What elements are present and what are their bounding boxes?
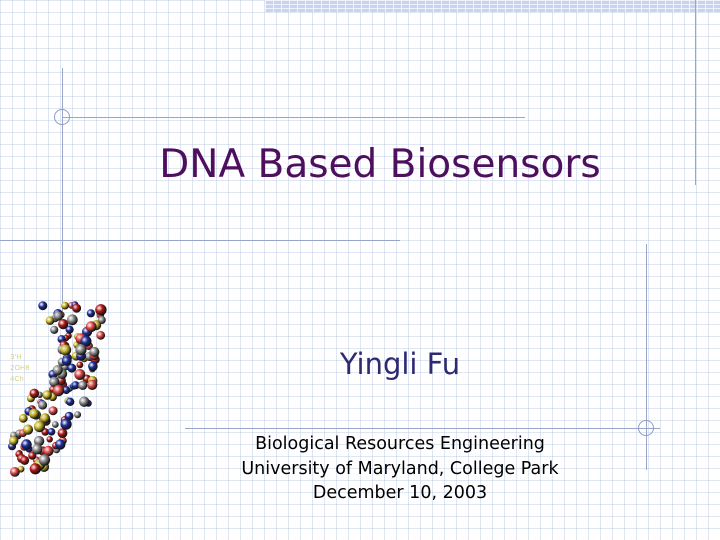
circle-marker-bottom xyxy=(638,420,654,436)
dna-atom xyxy=(50,325,59,334)
dna-atom xyxy=(52,384,65,397)
dna-atom xyxy=(74,411,82,419)
vertical-line-left xyxy=(62,68,63,318)
image-caption-line: 3'H xyxy=(10,353,22,361)
dna-atom xyxy=(31,443,43,455)
dna-atom xyxy=(61,356,72,366)
dna-atom xyxy=(48,406,58,416)
dna-atom xyxy=(76,361,84,369)
vertical-line-right-bottom xyxy=(646,244,647,470)
dna-atom xyxy=(89,346,100,357)
dna-atom xyxy=(96,330,106,340)
dna-atom xyxy=(29,463,41,475)
vertical-line-right-top xyxy=(695,0,696,185)
dna-atom xyxy=(60,344,72,356)
dna-atom xyxy=(47,428,56,436)
image-caption: 3'H 2OH8 4Ch xyxy=(10,352,30,385)
university-line: University of Maryland, College Park xyxy=(241,458,559,479)
date-line: December 10, 2003 xyxy=(312,483,488,503)
dna-atom xyxy=(67,363,77,373)
dna-atom xyxy=(72,303,82,313)
dna-atom xyxy=(88,361,98,372)
dna-atom xyxy=(38,301,48,311)
dna-atom xyxy=(21,439,32,450)
dna-atom xyxy=(43,445,54,457)
dna-atom xyxy=(49,376,60,387)
dna-atom xyxy=(80,335,92,347)
dna-atom xyxy=(55,439,66,450)
dna-atom xyxy=(46,436,53,443)
dna-atom xyxy=(53,311,63,321)
dna-atom xyxy=(65,325,74,334)
dna-atom xyxy=(33,420,46,433)
dna-atom xyxy=(38,400,48,410)
horizontal-line-middle xyxy=(0,240,400,241)
dna-atom xyxy=(10,467,20,477)
dna-atom xyxy=(64,411,74,421)
dna-atom xyxy=(86,309,95,318)
dna-atom xyxy=(61,301,69,310)
affiliation-block: Biological Resources Engineering Univers… xyxy=(200,432,600,506)
circle-marker-top xyxy=(54,109,70,125)
dna-atom xyxy=(20,455,30,465)
dna-atom xyxy=(60,418,72,430)
dna-atom xyxy=(22,424,34,435)
dna-atom xyxy=(38,454,51,466)
dna-atom xyxy=(95,304,107,316)
author-name: Yingli Fu xyxy=(339,347,461,381)
dna-atom xyxy=(18,413,28,423)
dna-atom xyxy=(75,344,87,356)
dna-atom xyxy=(33,435,45,447)
dna-atom xyxy=(58,319,69,330)
dna-atom xyxy=(78,380,88,390)
department-line: Biological Resources Engineering xyxy=(255,434,545,454)
dna-double-helix-icon xyxy=(8,301,107,477)
image-caption-line: 4Ch xyxy=(10,375,24,383)
horizontal-line-top xyxy=(62,117,525,118)
dna-atom xyxy=(85,321,97,333)
dna-atom xyxy=(66,397,75,406)
dna-atom xyxy=(66,314,78,326)
image-caption-line: 2OH8 xyxy=(10,364,30,372)
dna-atom xyxy=(51,421,59,428)
top-decorative-bar xyxy=(265,0,720,12)
horizontal-line-bottom xyxy=(185,428,660,429)
dna-atom xyxy=(29,388,40,399)
dna-atom xyxy=(71,381,80,390)
dna-atom xyxy=(28,408,40,419)
dna-atom xyxy=(87,379,98,390)
dna-atom xyxy=(45,316,55,325)
dna-atom xyxy=(62,386,71,395)
dna-atom xyxy=(74,369,86,380)
slide-title: DNA Based Biosensors xyxy=(159,142,601,187)
dna-atom xyxy=(57,428,68,438)
dna-atom xyxy=(9,436,19,446)
dna-atom xyxy=(52,365,63,376)
dna-atom xyxy=(40,413,50,424)
dna-atom xyxy=(42,390,52,400)
dna-atom xyxy=(79,396,90,407)
